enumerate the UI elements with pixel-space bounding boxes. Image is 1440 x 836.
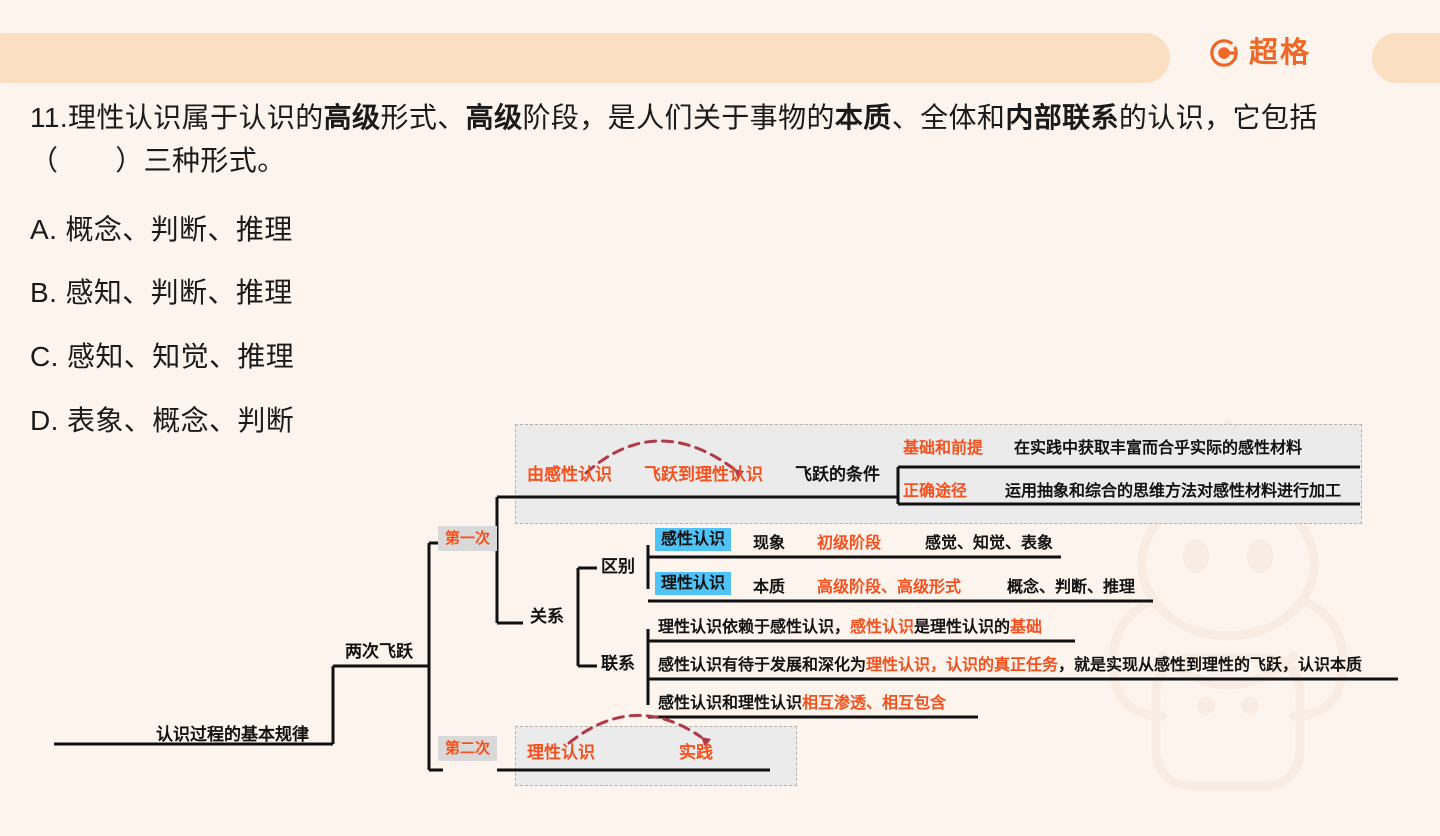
difference-row-1-col2: 本质 xyxy=(753,579,786,596)
question-number: 11. xyxy=(30,102,69,133)
connection-row-0-d: 基础 xyxy=(1010,619,1043,636)
difference-row-0-tag: 感性认识 xyxy=(655,528,732,551)
second-leap-from: 理性认识 xyxy=(527,743,595,762)
difference-row-0-col4: 感觉、知觉、表象 xyxy=(925,535,1054,552)
option-a[interactable]: A. 概念、判断、推理 xyxy=(0,213,1440,247)
page-header: 超格 xyxy=(0,0,1440,96)
connection-row-1-a: 感性认识有待于发展和深化为 xyxy=(658,657,867,674)
option-c[interactable]: C. 感知、知觉、推理 xyxy=(0,340,1440,374)
badge-second-leap: 第二次 xyxy=(438,736,498,761)
option-b-text: 感知、判断、推理 xyxy=(65,277,293,309)
stem-text-3: 阶段，是人们关于事物的 xyxy=(522,102,835,133)
mindmap-connectors xyxy=(54,439,1398,772)
stem-text-5: 的认识，它包括（ ）三种形式。 xyxy=(30,102,1318,177)
difference-row-1-tag: 理性认识 xyxy=(655,572,732,595)
second-leap-to: 实践 xyxy=(679,743,713,762)
connection-row-0: 理性认识依赖于感性认识，感性认识是理性认识的基础 xyxy=(658,620,1042,636)
option-b[interactable]: B. 感知、判断、推理 xyxy=(0,276,1440,310)
option-d[interactable]: D. 表象、概念、判断 xyxy=(0,404,1440,438)
connection-row-0-b: 感性认识 xyxy=(850,619,915,636)
first-leap-to: 飞跃到理性认识 xyxy=(644,465,763,484)
condition-1-text: 运用抽象和综合的思维方法对感性材料进行加工 xyxy=(1005,483,1342,500)
first-leap-condition-label: 飞跃的条件 xyxy=(795,465,880,484)
option-c-key: C. xyxy=(30,340,59,372)
option-b-key: B. xyxy=(30,277,58,309)
stem-text-1: 理性认识属于认识的 xyxy=(68,102,324,133)
badge-first-leap-text: 第一次 xyxy=(438,526,498,551)
g-logo-icon xyxy=(1210,39,1238,67)
connection-row-2-a: 感性认识和理性认识 xyxy=(658,695,803,712)
connection-title: 联系 xyxy=(601,654,635,673)
difference-row-0-col2: 现象 xyxy=(753,535,786,552)
option-d-key: D. xyxy=(30,404,59,436)
condition-0-text: 在实践中获取丰富而合乎实际的感性材料 xyxy=(1014,440,1303,457)
header-band-right xyxy=(1372,33,1440,83)
connection-row-0-c: 是理性认识的 xyxy=(914,619,1011,636)
badge-second-leap-text: 第二次 xyxy=(438,736,498,761)
stem-bold-3: 本质 xyxy=(834,102,892,133)
mindmap-branch-label: 两次飞跃 xyxy=(345,642,413,661)
connection-row-0-a: 理性认识依赖于感性认识， xyxy=(658,619,851,636)
difference-title: 区别 xyxy=(601,557,635,576)
question-stem: 11.理性认识属于认识的高级形式、高级阶段，是人们关于事物的本质、全体和内部联系… xyxy=(0,96,1440,183)
connection-row-2-b: 相互渗透、相互包含 xyxy=(802,695,947,712)
relation-title: 关系 xyxy=(530,607,564,626)
connection-row-1-b: 理性认识，认识的真正任务 xyxy=(866,657,1059,674)
difference-row-1-col4: 概念、判断、推理 xyxy=(1007,579,1136,596)
stem-bold-2: 高级 xyxy=(465,102,523,133)
stem-text-2: 形式、 xyxy=(380,102,466,133)
badge-first-leap: 第一次 xyxy=(438,526,498,551)
question-block: 11.理性认识属于认识的高级形式、高级阶段，是人们关于事物的本质、全体和内部联系… xyxy=(0,96,1440,437)
mindmap-root-label: 认识过程的基本规律 xyxy=(156,725,309,744)
option-a-key: A. xyxy=(30,213,58,245)
difference-row-0-col3: 初级阶段 xyxy=(817,535,882,552)
option-c-text: 感知、知觉、推理 xyxy=(67,340,295,372)
brand-logo: 超格 xyxy=(1209,38,1311,68)
stem-bold-1: 高级 xyxy=(323,102,381,133)
condition-1-label: 正确途径 xyxy=(903,483,968,500)
mindmap: 认识过程的基本规律 两次飞跃 第一次 第二次 由感性认识 飞跃到理性认识 飞跃的… xyxy=(54,424,1398,786)
difference-row-1: 理性认识 xyxy=(655,572,732,595)
header-band-left xyxy=(0,33,1170,83)
brand-name: 超格 xyxy=(1249,37,1312,69)
second-leap-panel xyxy=(515,726,797,786)
connection-row-1-c: ，就是实现从感性到理性的飞跃，认识本质 xyxy=(1058,657,1363,674)
difference-row-1-col3: 高级阶段、高级形式 xyxy=(817,579,962,596)
connection-row-1: 感性认识有待于发展和深化为理性认识，认识的真正任务，就是实现从感性到理性的飞跃，… xyxy=(658,658,1362,674)
difference-row-0: 感性认识 xyxy=(655,528,732,551)
option-a-text: 概念、判断、推理 xyxy=(65,213,293,245)
stem-text-4: 、全体和 xyxy=(891,102,1006,133)
connection-row-2: 感性认识和理性认识相互渗透、相互包含 xyxy=(658,696,946,712)
first-leap-from: 由感性认识 xyxy=(527,465,612,484)
condition-0-label: 基础和前提 xyxy=(903,440,984,457)
stem-bold-4: 内部联系 xyxy=(1005,102,1119,133)
option-d-text: 表象、概念、判断 xyxy=(67,404,295,436)
